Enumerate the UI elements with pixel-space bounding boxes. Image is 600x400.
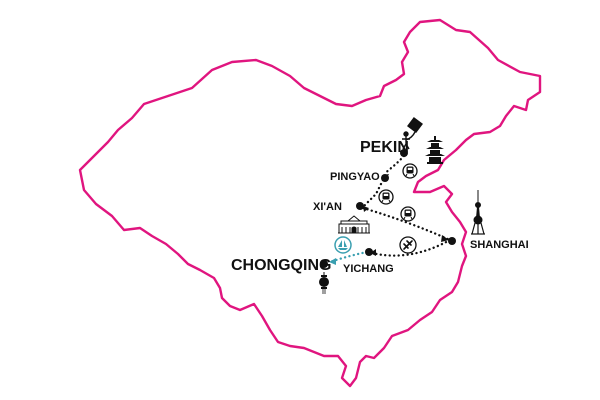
arrowhead-yichang <box>370 249 376 256</box>
city-dot-chongqing <box>320 260 328 268</box>
route-pekin-pingyao <box>382 154 406 176</box>
arrowhead-xian <box>363 206 369 212</box>
airplane-icon <box>399 236 417 254</box>
city-wall-icon <box>338 215 370 234</box>
city-label-yichang: YICHANG <box>343 263 394 275</box>
train-icon <box>400 206 416 222</box>
city-label-xian: XI'AN <box>313 201 342 213</box>
city-dot-shanghai <box>448 237 456 245</box>
lantern-icon <box>319 272 329 294</box>
city-dot-xian <box>356 202 364 210</box>
route-xian-shanghai <box>361 206 452 242</box>
city-dot-pekin <box>400 149 408 157</box>
city-label-pekin: PEKIN <box>360 139 409 156</box>
train-icon <box>378 189 394 205</box>
train-icon <box>402 163 418 179</box>
pagoda-icon <box>425 136 445 164</box>
city-dot-yichang <box>365 248 373 256</box>
arrowhead-shanghai <box>441 235 449 242</box>
china-border <box>78 18 542 388</box>
route-shanghai-yichang <box>370 238 452 257</box>
city-dots <box>320 149 456 268</box>
city-label-pingyao: PINGYAO <box>330 171 380 183</box>
oriental-pearl-tower-icon <box>471 190 485 235</box>
boat-icon <box>334 236 352 254</box>
city-label-shanghai: SHANGHAI <box>470 239 529 251</box>
kite-icon <box>402 117 423 150</box>
route-pingyao-xian <box>360 178 385 210</box>
city-dot-pingyao <box>381 174 389 182</box>
city-label-chongqing: CHONGQING <box>231 257 331 274</box>
arrowhead-chongqing <box>329 258 336 265</box>
